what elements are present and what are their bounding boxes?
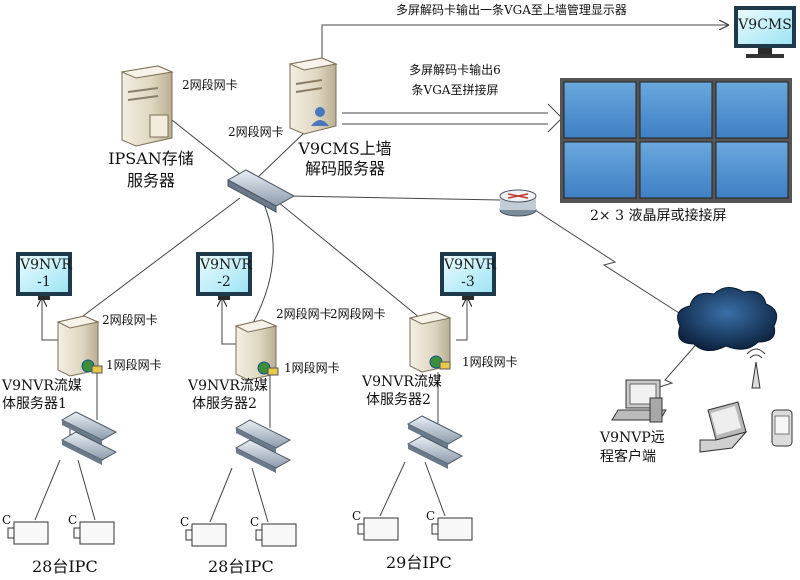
wall-vga-arrowhead: [547, 103, 563, 133]
switch-to-nvr2-link: [247, 199, 274, 333]
wall-vga-label-line1: 多屏解码卡输出6: [409, 63, 501, 77]
nvr2-name-line1: V9NVR流媒: [188, 378, 268, 394]
nic-icon: [91, 365, 103, 374]
nvr1-monitor-icon: [16, 252, 72, 300]
cms-name-line2: 解码服务器: [304, 159, 385, 178]
access-switches-group1: [60, 411, 118, 465]
nic-icon: [439, 361, 451, 370]
laptop-icon: [699, 401, 748, 453]
nvr3-nic2-label: 2网段网卡: [330, 307, 386, 321]
video-wall-label: 2× 3 液晶屏或接接屏: [590, 208, 727, 224]
nvr2-name-line2: 体服务器2: [192, 396, 257, 412]
top-vga-link: [321, 25, 728, 58]
internet-cloud-icon: [677, 287, 778, 351]
switch-to-nvr3-link: [277, 201, 421, 319]
nvr1-name-line2: 体服务器1: [2, 396, 67, 412]
nvr3-monitor-line1: V9NVR: [444, 257, 496, 273]
nvr1-name-line1: V9NVR流媒: [2, 378, 82, 394]
nvr2-monitor-line1: V9NVR: [200, 257, 252, 273]
wall-vga-label-line2: 条VGA至拼接屏: [411, 83, 499, 97]
ipsan-to-switch-link: [171, 119, 246, 179]
nvr2-server-icon: [234, 319, 279, 381]
nvr3-monitor-link: [456, 298, 467, 341]
nvr3-server-icon: [408, 311, 452, 373]
nvr1-server-icon: [56, 315, 103, 377]
wall-vga-link: [342, 112, 548, 125]
camera-icon: [437, 517, 473, 541]
camera-label: C: [250, 515, 260, 529]
remote-client-line1: V9NVP远: [600, 430, 665, 446]
camera-label: C: [352, 509, 362, 523]
router-to-cloud-link: [534, 209, 691, 321]
desktop-pc-icon: [611, 379, 667, 423]
connections: [34, 25, 728, 523]
nvr2-monitor-link: [222, 298, 238, 345]
camera-icon: [363, 517, 399, 541]
nvr3-nic1-label: 1网段网卡: [462, 355, 518, 369]
ipsan-server-icon: [120, 65, 174, 147]
cms-to-switch-link: [254, 131, 306, 181]
nvr1-monitor-line2: -1: [37, 274, 51, 290]
nvr3-name-line2: 体服务器2: [366, 392, 431, 408]
nvr2-monitor-line2: -2: [217, 274, 231, 290]
ipsan-name-line1: IPSAN存储: [108, 149, 194, 168]
antenna-icon: [746, 348, 766, 389]
access-switches-group3: [406, 415, 464, 469]
nvr1-nic2-label: 2网段网卡: [102, 313, 158, 327]
mobile-device-icon: [771, 409, 793, 447]
camera-label: C: [180, 515, 190, 529]
nvr1-monitor-line1: V9NVR: [20, 257, 72, 273]
cms-nic-label: 2网段网卡: [228, 125, 284, 139]
nvr3-monitor-line2: -3: [461, 274, 475, 290]
video-wall: [560, 78, 792, 203]
camera-label: C: [2, 513, 12, 527]
nvr1-nic1-label: 1网段网卡: [106, 358, 162, 372]
core-switch-icon: [226, 169, 296, 213]
cms-name-line1: V9CMS上墙: [298, 139, 392, 158]
group3-ipc-count: 29台IPC: [386, 553, 452, 572]
switch-to-router-link: [289, 195, 501, 201]
cms-management-monitor: [734, 6, 796, 58]
nvr2-nic1-label: 1网段网卡: [284, 361, 340, 375]
camera-icon: [13, 521, 49, 545]
ipsan-name-line2: 服务器: [126, 171, 175, 190]
camera-icon: [261, 523, 297, 547]
group2-camera-links: [209, 467, 269, 523]
nvr3-monitor-icon: [440, 252, 496, 300]
cms-server-icon: [288, 57, 338, 135]
group2-ipc-count: 28台IPC: [208, 557, 274, 576]
cloud-to-pc-link: [649, 339, 701, 391]
group3-camera-links: [379, 461, 446, 517]
remote-client-line2: 程客户端: [600, 449, 656, 465]
camera-label: C: [426, 509, 436, 523]
switch-to-nvr1-link: [74, 197, 241, 323]
nvr2-monitor-icon: [196, 252, 252, 300]
access-switches-group2: [234, 419, 292, 473]
nic-icon: [267, 367, 279, 376]
group1-ipc-count: 28台IPC: [32, 557, 98, 576]
camera-label: C: [68, 513, 78, 527]
camera-icon: [191, 523, 227, 547]
camera-icon: [79, 521, 115, 545]
nvr2-nic2-label: 2网段网卡: [276, 307, 332, 321]
nvr3-name-line1: V9NVR流媒: [362, 374, 442, 390]
top-vga-label: 多屏解码卡输出一条VGA至上墙管理显示器: [396, 3, 627, 17]
cms-monitor-label: V9CMS: [738, 17, 792, 33]
nvr1-monitor-link: [42, 298, 60, 341]
router-icon: [499, 189, 537, 217]
user-icon: [315, 107, 325, 117]
cameras: [7, 517, 473, 547]
ipsan-nic-label: 2网段网卡: [182, 78, 238, 92]
